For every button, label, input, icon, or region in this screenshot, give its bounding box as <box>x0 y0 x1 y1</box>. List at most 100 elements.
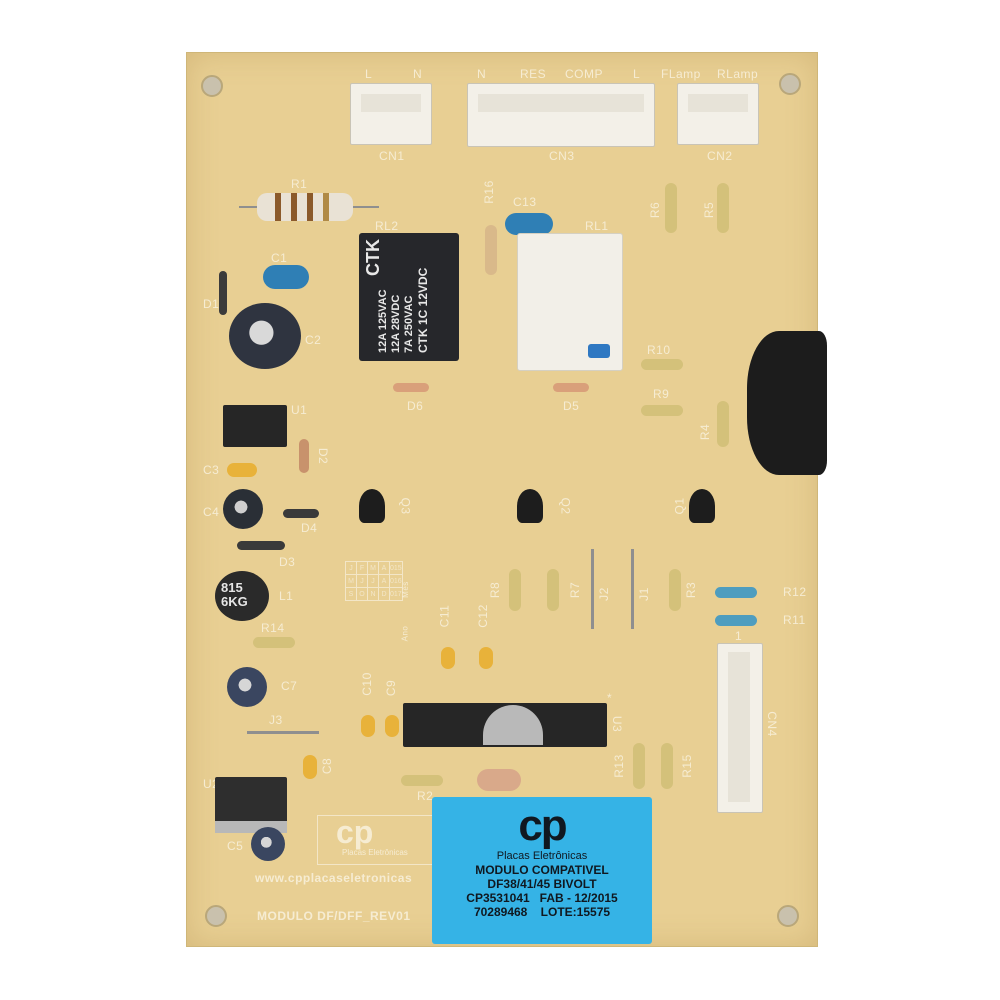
r8-label: R8 <box>488 581 503 599</box>
cn2-label: CN2 <box>707 149 733 163</box>
cn1-pin-l-label: L <box>365 67 373 81</box>
inductor-marking-line2: 6KG <box>221 594 248 609</box>
u2-label: U2 <box>203 777 220 791</box>
diode-d1 <box>219 271 227 315</box>
jumper-j1 <box>631 549 634 629</box>
cn3-pin-comp-label: COMP <box>565 67 603 81</box>
ic-u3 <box>403 703 607 747</box>
capacitor-c8 <box>303 755 317 779</box>
resistor-r6 <box>665 183 677 233</box>
r12-label: R12 <box>783 585 807 599</box>
c2-label: C2 <box>305 333 322 347</box>
r15-label: R15 <box>679 754 694 778</box>
connector-cn3[interactable] <box>467 83 655 147</box>
resistor-r4 <box>717 401 729 447</box>
silk-logo-mark: cp <box>336 814 374 850</box>
d6-label: D6 <box>407 399 424 413</box>
r10-label: R10 <box>647 343 671 357</box>
j1-label: J1 <box>636 587 651 601</box>
cn1-label: CN1 <box>379 149 405 163</box>
relay-rl1 <box>517 233 623 371</box>
relay-ctk-line4: 7A 250VAC <box>403 295 415 353</box>
cn2-pin-flamp-label: FLamp <box>661 67 701 81</box>
diode-d5 <box>553 383 589 392</box>
c3-label: C3 <box>203 463 220 477</box>
d5-label: D5 <box>563 399 580 413</box>
inductor-l1: 815 6KG <box>215 571 269 621</box>
transistor-q3 <box>359 489 385 523</box>
j3-label: J3 <box>269 713 283 727</box>
r9-label: R9 <box>653 387 670 401</box>
label-company: Placas Eletrônicas <box>496 850 588 862</box>
date-grid-month-header: Mês <box>400 581 410 598</box>
capacitor-c12 <box>479 647 493 669</box>
connector-cn4[interactable] <box>717 643 763 813</box>
resistor-r8 <box>509 569 521 611</box>
c8-label: C8 <box>320 757 335 775</box>
u3-label: U3 <box>610 715 625 733</box>
capacitor-c9 <box>385 715 399 737</box>
relay-ctk-brand: CTK <box>363 239 383 276</box>
capacitor-c10 <box>361 715 375 737</box>
cn4-label: CN4 <box>764 711 779 737</box>
resistor-r7 <box>547 569 559 611</box>
d2-label: D2 <box>316 447 331 465</box>
r1-label: R1 <box>291 177 308 191</box>
resistor-r16 <box>485 225 497 275</box>
cn1-pin-n-label: N <box>413 67 423 81</box>
product-label-sticker: cp Placas Eletrônicas MODULO COMPATIVEL … <box>432 797 652 944</box>
resistor-r5 <box>717 183 729 233</box>
connector-cn2[interactable] <box>677 83 759 145</box>
r14-label: R14 <box>261 621 285 635</box>
diode-d2 <box>299 439 309 473</box>
transistor-q1 <box>689 489 715 523</box>
c13-label: C13 <box>513 195 537 209</box>
d1-label: D1 <box>203 297 220 311</box>
c12-label: C12 <box>475 604 490 628</box>
label-line2: DF38/41/45 BIVOLT <box>487 877 597 891</box>
q1-label: Q1 <box>672 497 687 515</box>
resistor-r13 <box>633 743 645 789</box>
capacitor-c1 <box>263 265 309 289</box>
q3-label: Q3 <box>398 497 413 515</box>
pin1-marker-u3: * <box>607 691 613 705</box>
capacitor-c7 <box>227 667 267 707</box>
resistor-r2 <box>401 775 443 786</box>
r3-label: R3 <box>684 581 699 599</box>
capacitor-c11 <box>441 647 455 669</box>
resistor-r15 <box>661 743 673 789</box>
r5-label: R5 <box>702 201 717 219</box>
c9-label: C9 <box>384 679 399 697</box>
jumper-j2 <box>591 549 594 629</box>
resistor-r11 <box>715 615 757 626</box>
cn2-pin-rlamp-label: RLamp <box>717 67 759 81</box>
capacitor-c3 <box>227 463 257 477</box>
r16-label: R16 <box>481 180 496 204</box>
crystal-y1 <box>477 769 521 791</box>
resistor-r9 <box>641 405 683 416</box>
q2-label: Q2 <box>558 497 573 515</box>
mounting-hole-top-left <box>201 75 223 97</box>
c4-label: C4 <box>203 505 220 519</box>
r2-label: R2 <box>417 789 434 803</box>
d4-label: D4 <box>301 521 318 535</box>
c7-label: C7 <box>281 679 298 693</box>
u1-label: U1 <box>291 403 308 417</box>
ic-u1 <box>223 405 287 447</box>
resistor-r1 <box>257 193 353 221</box>
connector-cn1[interactable] <box>350 83 432 145</box>
resistor-r10 <box>641 359 683 370</box>
resistor-r3 <box>669 569 681 611</box>
diode-d4 <box>283 509 319 518</box>
website-text: www.cpplacaseletronicas <box>255 871 413 885</box>
module-name-text: MODULO DF/DFF_REV01 <box>257 909 411 923</box>
mounting-hole-top-right <box>779 73 801 95</box>
cn3-pin-n-label: N <box>477 67 487 81</box>
r6-label: R6 <box>648 201 663 219</box>
j2-label: J2 <box>596 587 611 601</box>
diode-d3 <box>237 541 285 550</box>
r7-label: R7 <box>568 581 583 599</box>
capacitor-c5 <box>251 827 285 861</box>
c11-label: C11 <box>437 604 452 628</box>
